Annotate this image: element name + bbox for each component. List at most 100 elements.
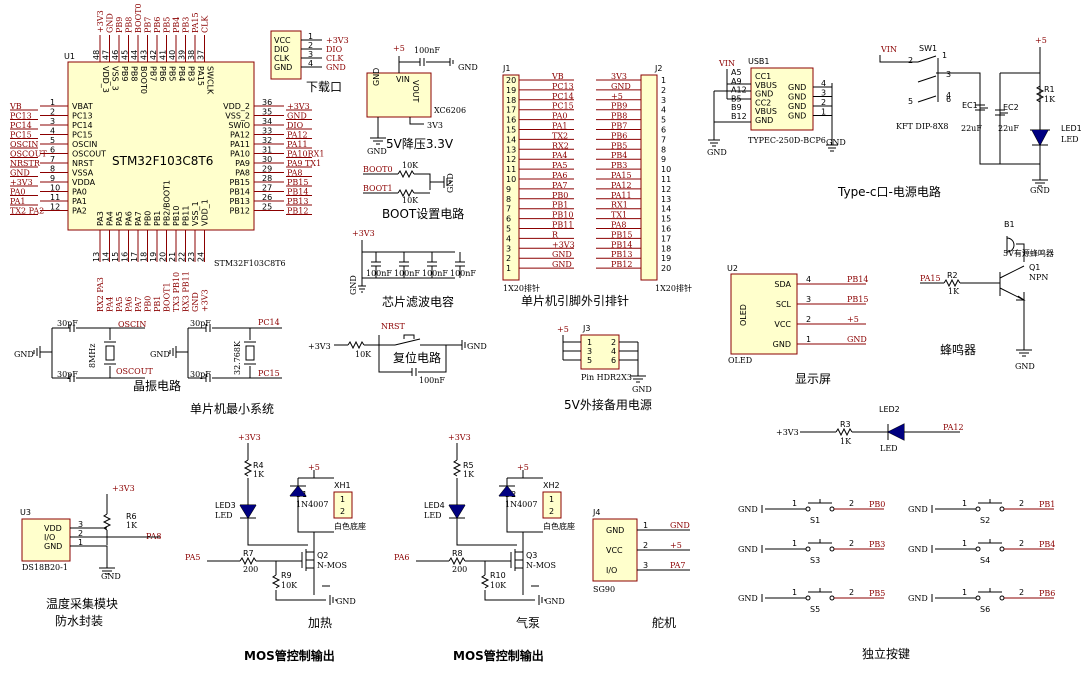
usb-pin-num: B9	[731, 103, 742, 112]
pwr-sw: SW1	[919, 44, 937, 53]
m2-title: MOS管控制输出	[453, 648, 544, 663]
bz-gnd: GND	[1015, 362, 1035, 371]
temp-r-v: 1K	[126, 521, 138, 530]
m1-led-v: LED	[215, 511, 233, 520]
j1-pin-net: +3V3	[552, 240, 575, 249]
cr-gnd1: GND	[14, 350, 34, 359]
j1-pin-num: 1	[506, 264, 511, 273]
button-pin1: 1	[962, 588, 967, 597]
mcu-bottom-pin-net: BOOT1	[163, 282, 172, 312]
mcu-name: STM32F103C8T6	[112, 154, 213, 168]
button-gnd-label: GND	[908, 594, 928, 603]
reset-gnd: GND	[467, 342, 487, 351]
reg-vout-label: VOUT	[411, 80, 420, 102]
mcu-right-pin-num: 33	[262, 127, 272, 136]
m2-xh-p2: 2	[549, 507, 554, 516]
usb-pin-name: GND	[755, 90, 773, 99]
mcu-left-pin-name: PA2	[72, 207, 87, 216]
boot-title: BOOT设置电路	[382, 206, 464, 221]
mcu-subname: STM32F103C8T6	[214, 259, 286, 268]
mcu-left-pin-name: PC14	[72, 121, 93, 130]
reg-out-net: 3V3	[427, 121, 443, 130]
m1-r9: R9	[281, 571, 292, 580]
mcu-bottom-pin-net: RX3 PB11	[182, 271, 191, 312]
mcu-top-pin-name: SWCLK	[206, 66, 215, 95]
mcu-right-pin-net: PA8	[287, 169, 303, 178]
bz-part: 5V有源蜂鸣器	[1003, 248, 1054, 258]
servo-pin-name: I/O	[606, 566, 617, 575]
m1-led: LED3	[215, 501, 236, 510]
mcu-bottom-pin-net: TX3 PB10	[172, 272, 181, 312]
usb-right-pin-name: GND	[788, 102, 806, 111]
j3-pin-num: 6	[611, 356, 616, 365]
reset-block: NRST +3V3 10K 100nF GND 复位电路	[308, 322, 487, 385]
mcu-right-pin-net: PA10RX1	[287, 150, 324, 159]
reset-net: NRST	[381, 322, 406, 331]
mcu-right-pin-num: 35	[262, 108, 272, 117]
header-j2: J2 1X20排针 13V32GND3+54PB95PB86PB77PB68PB…	[596, 64, 692, 293]
j2-pin-num: 2	[661, 86, 666, 95]
download-pin-name: CLK	[274, 54, 290, 63]
cr-gnd2: GND	[150, 350, 170, 359]
mcu-bottom-pin-name: VSS_1	[191, 201, 200, 226]
j2-ref: J2	[654, 64, 662, 73]
mcu-top-pin-num: 42	[149, 50, 158, 60]
j2-body	[640, 74, 658, 281]
usb-body	[750, 67, 814, 131]
temp-gnd: GND	[101, 572, 121, 581]
temp-pin-num: 3	[78, 520, 83, 529]
mcu-top-pin-net: CLK	[201, 15, 210, 33]
j1-pin-net: PB11	[552, 221, 573, 230]
oled-pin-num: 1	[806, 335, 811, 344]
mcu-top-pin-net: GND	[106, 13, 115, 33]
mcu-left-pin-name: NRST	[72, 159, 94, 168]
j2-pin-net: PA12	[611, 181, 632, 190]
reg-gnd-label: GND	[372, 68, 381, 86]
buzzer-title: 蜂鸣器	[940, 342, 976, 357]
filter-net: +3V3	[352, 229, 375, 238]
mcu-right-pin-net: DIO	[287, 121, 304, 130]
mcu-left-pin-name: OSCIN	[72, 140, 97, 149]
j1-pin-num: 17	[506, 106, 516, 115]
usb-pin-num: B12	[731, 112, 747, 121]
mcu-left-pin-net: PC13	[10, 112, 32, 121]
temp-pin-name: I/O	[44, 533, 55, 542]
mcu-top-pin-net: BOOT0	[134, 3, 143, 33]
oled-pin-name: SDA	[774, 280, 791, 289]
m2-r8: R8	[452, 549, 463, 558]
j1-pin-net: PA6	[552, 171, 568, 180]
j1-pin-num: 8	[506, 195, 511, 204]
oled-pin-name: SCL	[776, 300, 792, 309]
mcu-top-pin-net: PB5	[163, 17, 172, 33]
mcu-bottom-pin-name: PA4	[106, 211, 115, 226]
m2-q: Q3	[526, 551, 537, 560]
button-contact	[805, 595, 811, 601]
sw-pin-num: 1	[942, 51, 947, 60]
mcu-bottom-pin-num: 23	[187, 252, 196, 262]
servo-pin-name: VCC	[606, 546, 623, 555]
led4-diode-icon	[449, 505, 465, 518]
mcu-left-pin-num: 9	[50, 174, 55, 183]
button-gnd-label: GND	[908, 505, 928, 514]
m2-gnd: GND	[545, 597, 565, 606]
reset-r: 10K	[355, 350, 372, 359]
m2-d-v: 1N4007	[505, 500, 537, 509]
button-ref: S1	[810, 516, 820, 525]
m2-led-v: LED	[424, 511, 442, 520]
mcu-left-pin-net: PC14	[10, 121, 32, 130]
servo-title: 舵机	[652, 615, 676, 630]
usb-right-pin-name: GND	[788, 112, 806, 121]
mcu-left-pin-num: 2	[50, 108, 55, 117]
j1-pin-net: PC13	[552, 82, 574, 91]
download-body	[270, 30, 302, 80]
j2-pin-net: PB14	[611, 240, 632, 249]
led2-r-v: 1K	[840, 437, 852, 446]
reg-vin-label: VIN	[396, 75, 410, 84]
button-pin2: 2	[849, 539, 854, 548]
button-pin1: 1	[792, 539, 797, 548]
m1-r9-v: 10K	[281, 581, 298, 590]
m1-xh-v: 白色底座	[334, 521, 366, 531]
